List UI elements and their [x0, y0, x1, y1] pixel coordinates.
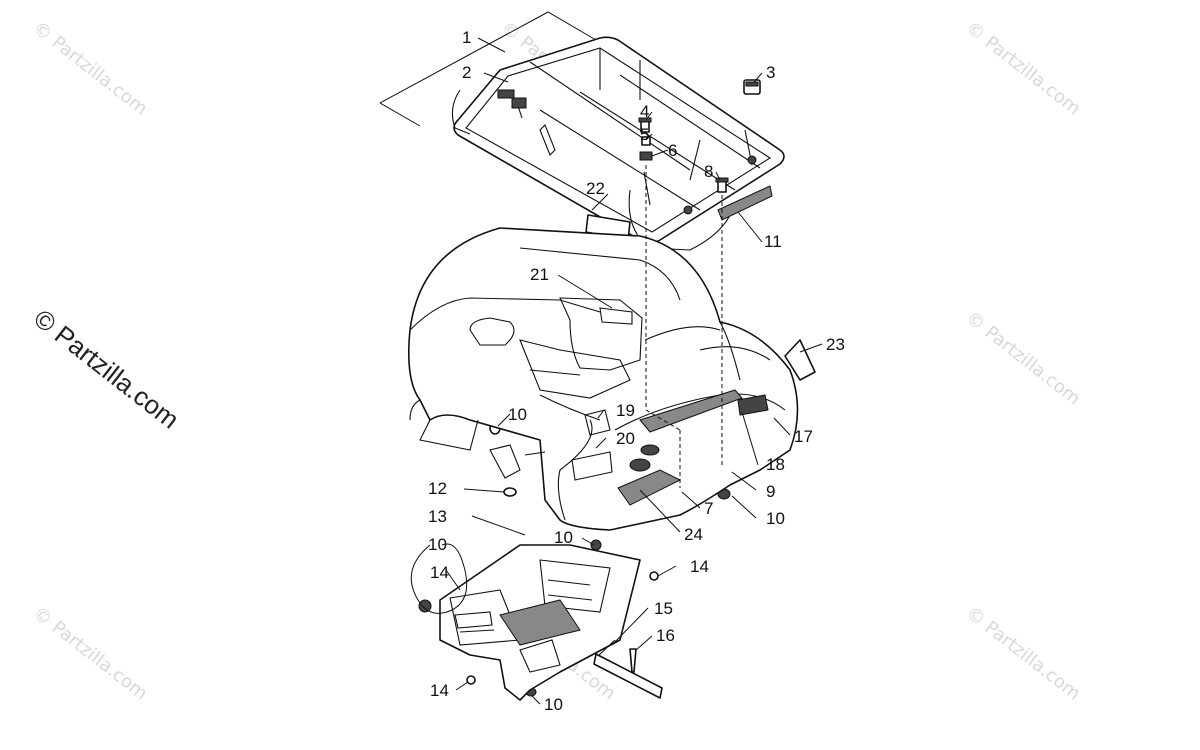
callout-15: 15 — [654, 599, 673, 618]
decal-23 — [784, 339, 816, 381]
callout-10-right: 10 — [766, 509, 785, 528]
callout-18: 18 — [766, 455, 785, 474]
watermark-bottom-left: © Partzilla.com — [29, 602, 151, 704]
callout-1: 1 — [462, 28, 471, 47]
callout-10-left: 10 — [508, 405, 527, 424]
callout-5: 5 — [640, 125, 649, 144]
callout-23: 23 — [826, 335, 845, 354]
nut-10-mid — [590, 539, 602, 551]
watermark-mid-right: © Partzilla.com — [962, 307, 1084, 409]
callout-4: 4 — [640, 102, 649, 121]
grommet-12 — [503, 487, 517, 497]
screw-14-bottom — [466, 675, 476, 685]
alignment-lines — [645, 165, 723, 488]
rear-fender — [407, 227, 799, 531]
callout-17: 17 — [794, 427, 813, 446]
callout-14-bottom: 14 — [430, 681, 449, 700]
callout-10-bottom: 10 — [544, 695, 563, 714]
callout-24: 24 — [684, 525, 703, 544]
nut-10-footwell — [418, 599, 432, 613]
callout-12: 12 — [428, 479, 447, 498]
screw-14-right — [649, 571, 659, 581]
nut-6 — [639, 151, 653, 161]
callout-14-top: 14 — [430, 563, 449, 582]
callout-10-footwell: 10 — [428, 535, 447, 554]
footwell — [439, 544, 641, 701]
callout-14-right: 14 — [690, 557, 709, 576]
watermark-top-right: © Partzilla.com — [962, 17, 1084, 119]
spacer-5 — [641, 136, 651, 146]
callout-2: 2 — [462, 63, 471, 82]
callout-11: 11 — [764, 232, 782, 251]
callout-13: 13 — [428, 507, 447, 526]
callout-10-mid: 10 — [554, 528, 573, 547]
callout-7: 7 — [704, 499, 713, 518]
callout-19: 19 — [616, 401, 635, 420]
callout-20: 20 — [616, 429, 635, 448]
callouts: 1 2 3 4 5 6 8 11 22 21 23 17 18 9 10 7 2… — [428, 28, 845, 714]
heel-guard — [593, 639, 663, 699]
callout-9: 9 — [766, 482, 775, 501]
callout-16: 16 — [656, 626, 675, 645]
callout-8: 8 — [704, 162, 713, 181]
watermark-top-left: © Partzilla.com — [29, 17, 151, 119]
callout-21: 21 — [530, 265, 549, 284]
watermark-large-left: © Partzilla.com — [28, 303, 185, 435]
callout-3: 3 — [766, 63, 775, 82]
leader-lines — [410, 72, 823, 705]
callout-22: 22 — [586, 179, 605, 198]
rear-rack — [451, 36, 785, 251]
assembly-bracket — [379, 11, 597, 127]
watermark-bottom-right: © Partzilla.com — [962, 602, 1084, 704]
callout-6: 6 — [668, 141, 677, 160]
screw-16 — [629, 648, 637, 673]
